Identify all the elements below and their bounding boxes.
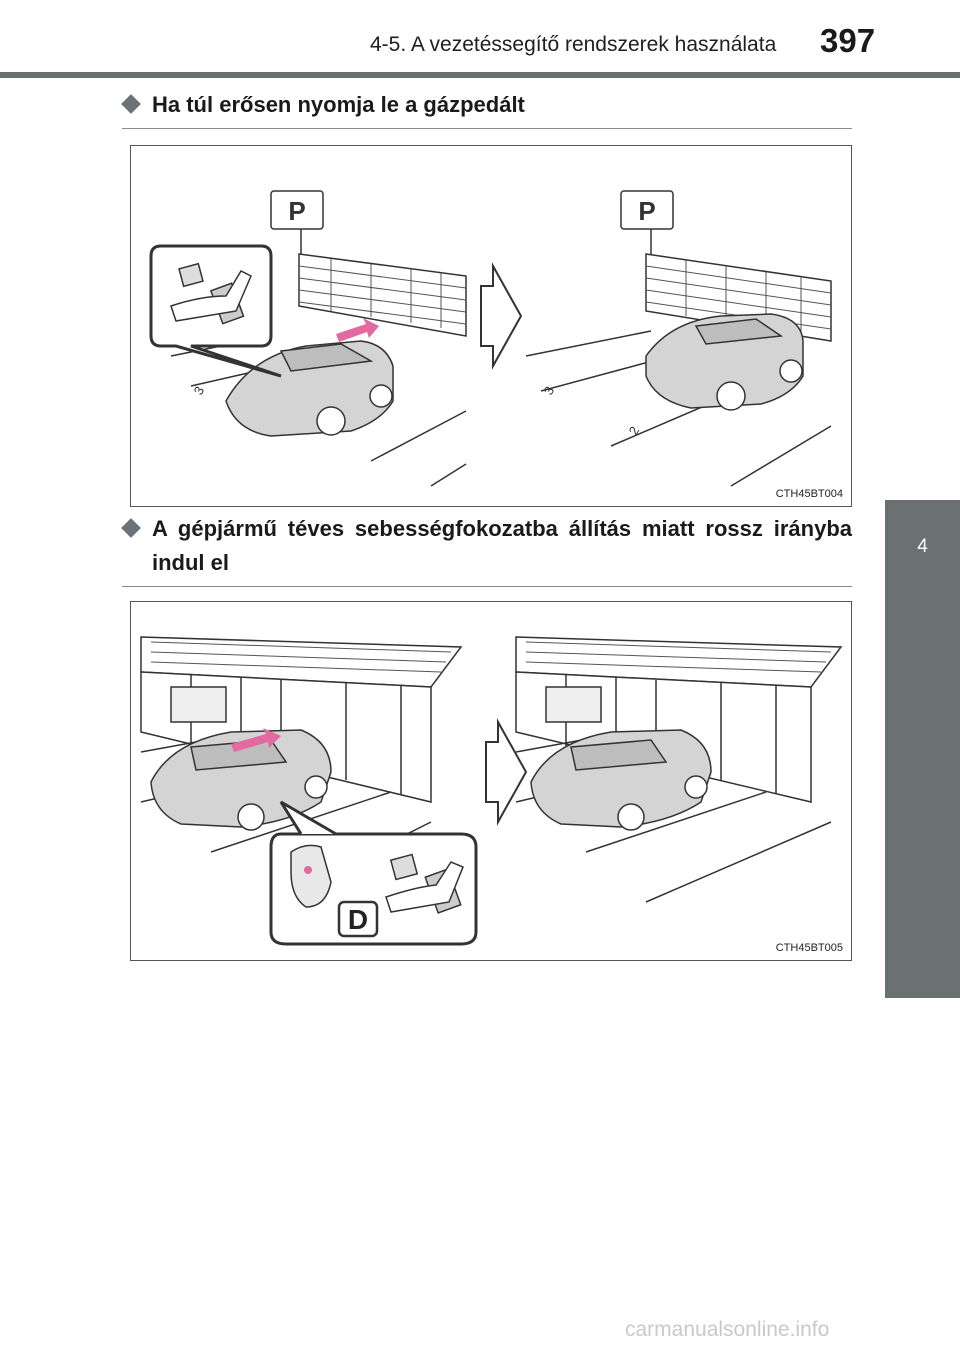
parking-sign-left: P [288,196,305,226]
chapter-tab-label: Vezetés [18,610,58,690]
space-number-right-b: 2 [626,424,643,438]
chapter-tab[interactable]: 4 [885,500,960,998]
section-1-heading: Ha túl erősen nyomja le a gázpedált [121,88,852,122]
section-2: A gépjármű téves sebességfokozatba állít… [121,512,852,587]
figure-accelerator-too-hard: P P 3 3 2 CTH45BT004 [130,145,852,507]
illustration-parking-accelerator: P P 3 3 2 [149,190,832,487]
space-number-left: 3 [191,384,208,398]
section-1-rule [122,128,852,129]
diamond-bullet-icon [121,518,141,538]
page-number: 397 [820,22,876,59]
section-2-heading-text: A gépjármű téves sebességfokozatba állít… [152,516,852,575]
running-header-title: 4-5. A vezetéssegítő rendszerek használa… [370,33,777,56]
diamond-bullet-icon [121,94,141,114]
header-rule [0,72,960,78]
chapter-tab-number: 4 [917,536,928,557]
section-2-heading: A gépjármű téves sebességfokozatba állít… [121,512,852,580]
space-number-right-a: 3 [541,384,558,398]
figure-wrong-gear: D CTH45BT005 [130,601,852,961]
watermark: carmanualsonline.info [625,1318,830,1341]
gear-label-d: D [348,904,368,935]
section-2-rule [122,586,852,587]
figure-code: CTH45BT004 [775,488,843,500]
section-1-heading-text: Ha túl erősen nyomja le a gázpedált [152,92,525,117]
parking-sign-right: P [638,196,655,226]
chapter-tab-label-text: Vezetés [27,610,49,682]
illustration-storefront-wrong-gear: D [140,636,843,946]
figure-code: CTH45BT005 [775,942,843,954]
section-1: Ha túl erősen nyomja le a gázpedált [121,88,852,129]
